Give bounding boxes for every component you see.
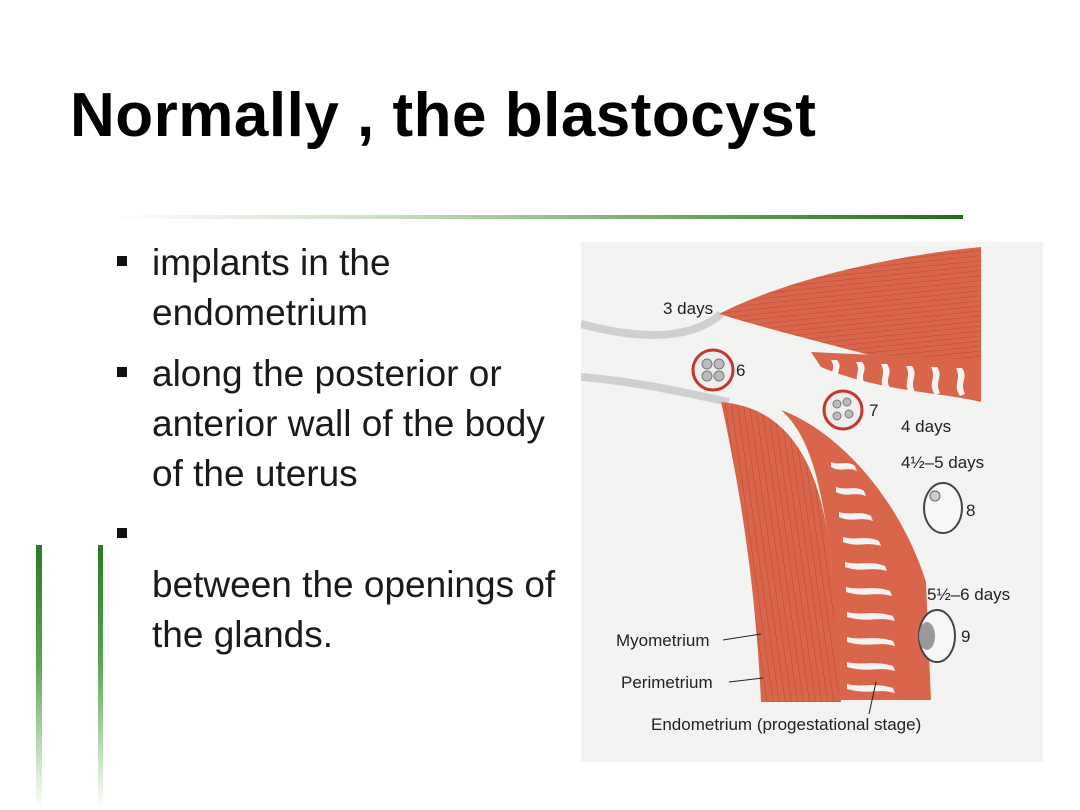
- stage-8-blastocyst: [923, 482, 963, 534]
- label-stage-9: 9: [961, 627, 970, 646]
- bullet-marker-icon: [117, 528, 127, 538]
- left-accent-bar: [36, 545, 42, 810]
- endometrium-leader: [868, 681, 877, 715]
- label-5-6-days: 5½–6 days: [927, 585, 1010, 604]
- myometrium-leader: [722, 633, 762, 641]
- label-3-days: 3 days: [663, 299, 713, 318]
- bullet-item: between the openings of the glands.: [115, 510, 575, 660]
- bullet-marker-icon: [117, 367, 127, 377]
- label-perimetrium: Perimetrium: [621, 673, 713, 692]
- label-endometrium: Endometrium (progestational stage): [651, 715, 921, 734]
- label-4-days: 4 days: [901, 417, 951, 436]
- title-underline: [110, 215, 963, 219]
- uterus-implantation-figure: 3 days 6 7 4 days 4½–5 days 8 5½–6 days …: [581, 242, 1043, 762]
- label-stage-7: 7: [869, 401, 878, 420]
- lower-endometrium: [781, 410, 931, 700]
- bullet-item: implants in the endometrium: [115, 238, 575, 338]
- bullet-list: implants in the endometrium along the po…: [115, 238, 575, 671]
- bullet-item: along the posterior or anterior wall of …: [115, 349, 575, 499]
- right-accent-bar: [98, 545, 103, 810]
- implantation-diagram: 3 days 6 7 4 days 4½–5 days 8 5½–6 days …: [581, 247, 1010, 734]
- label-myometrium: Myometrium: [616, 631, 710, 650]
- tube-wall-lower: [581, 373, 730, 406]
- endometrial-glands: [831, 462, 895, 693]
- tube-wall-upper: [581, 310, 724, 339]
- lower-myometrium: [721, 402, 841, 702]
- perimetrium-leader: [728, 677, 764, 683]
- upper-glands: [831, 360, 965, 396]
- bullet-text: along the posterior or anterior wall of …: [152, 353, 545, 494]
- label-stage-8: 8: [966, 501, 975, 520]
- label-stage-6: 6: [736, 361, 745, 380]
- bullet-marker-icon: [117, 256, 127, 266]
- stage-7-morula: [822, 389, 864, 431]
- bullet-text: implants in the endometrium: [152, 242, 391, 333]
- bullet-text: between the openings of the glands.: [152, 564, 556, 655]
- slide-title: Normally , the blastocyst: [70, 81, 817, 150]
- stage-9-implanting-blastocyst: [918, 609, 956, 663]
- label-4-5-days: 4½–5 days: [901, 453, 984, 472]
- upper-uterine-wall: [719, 247, 981, 390]
- stage-6-morula: [691, 348, 735, 392]
